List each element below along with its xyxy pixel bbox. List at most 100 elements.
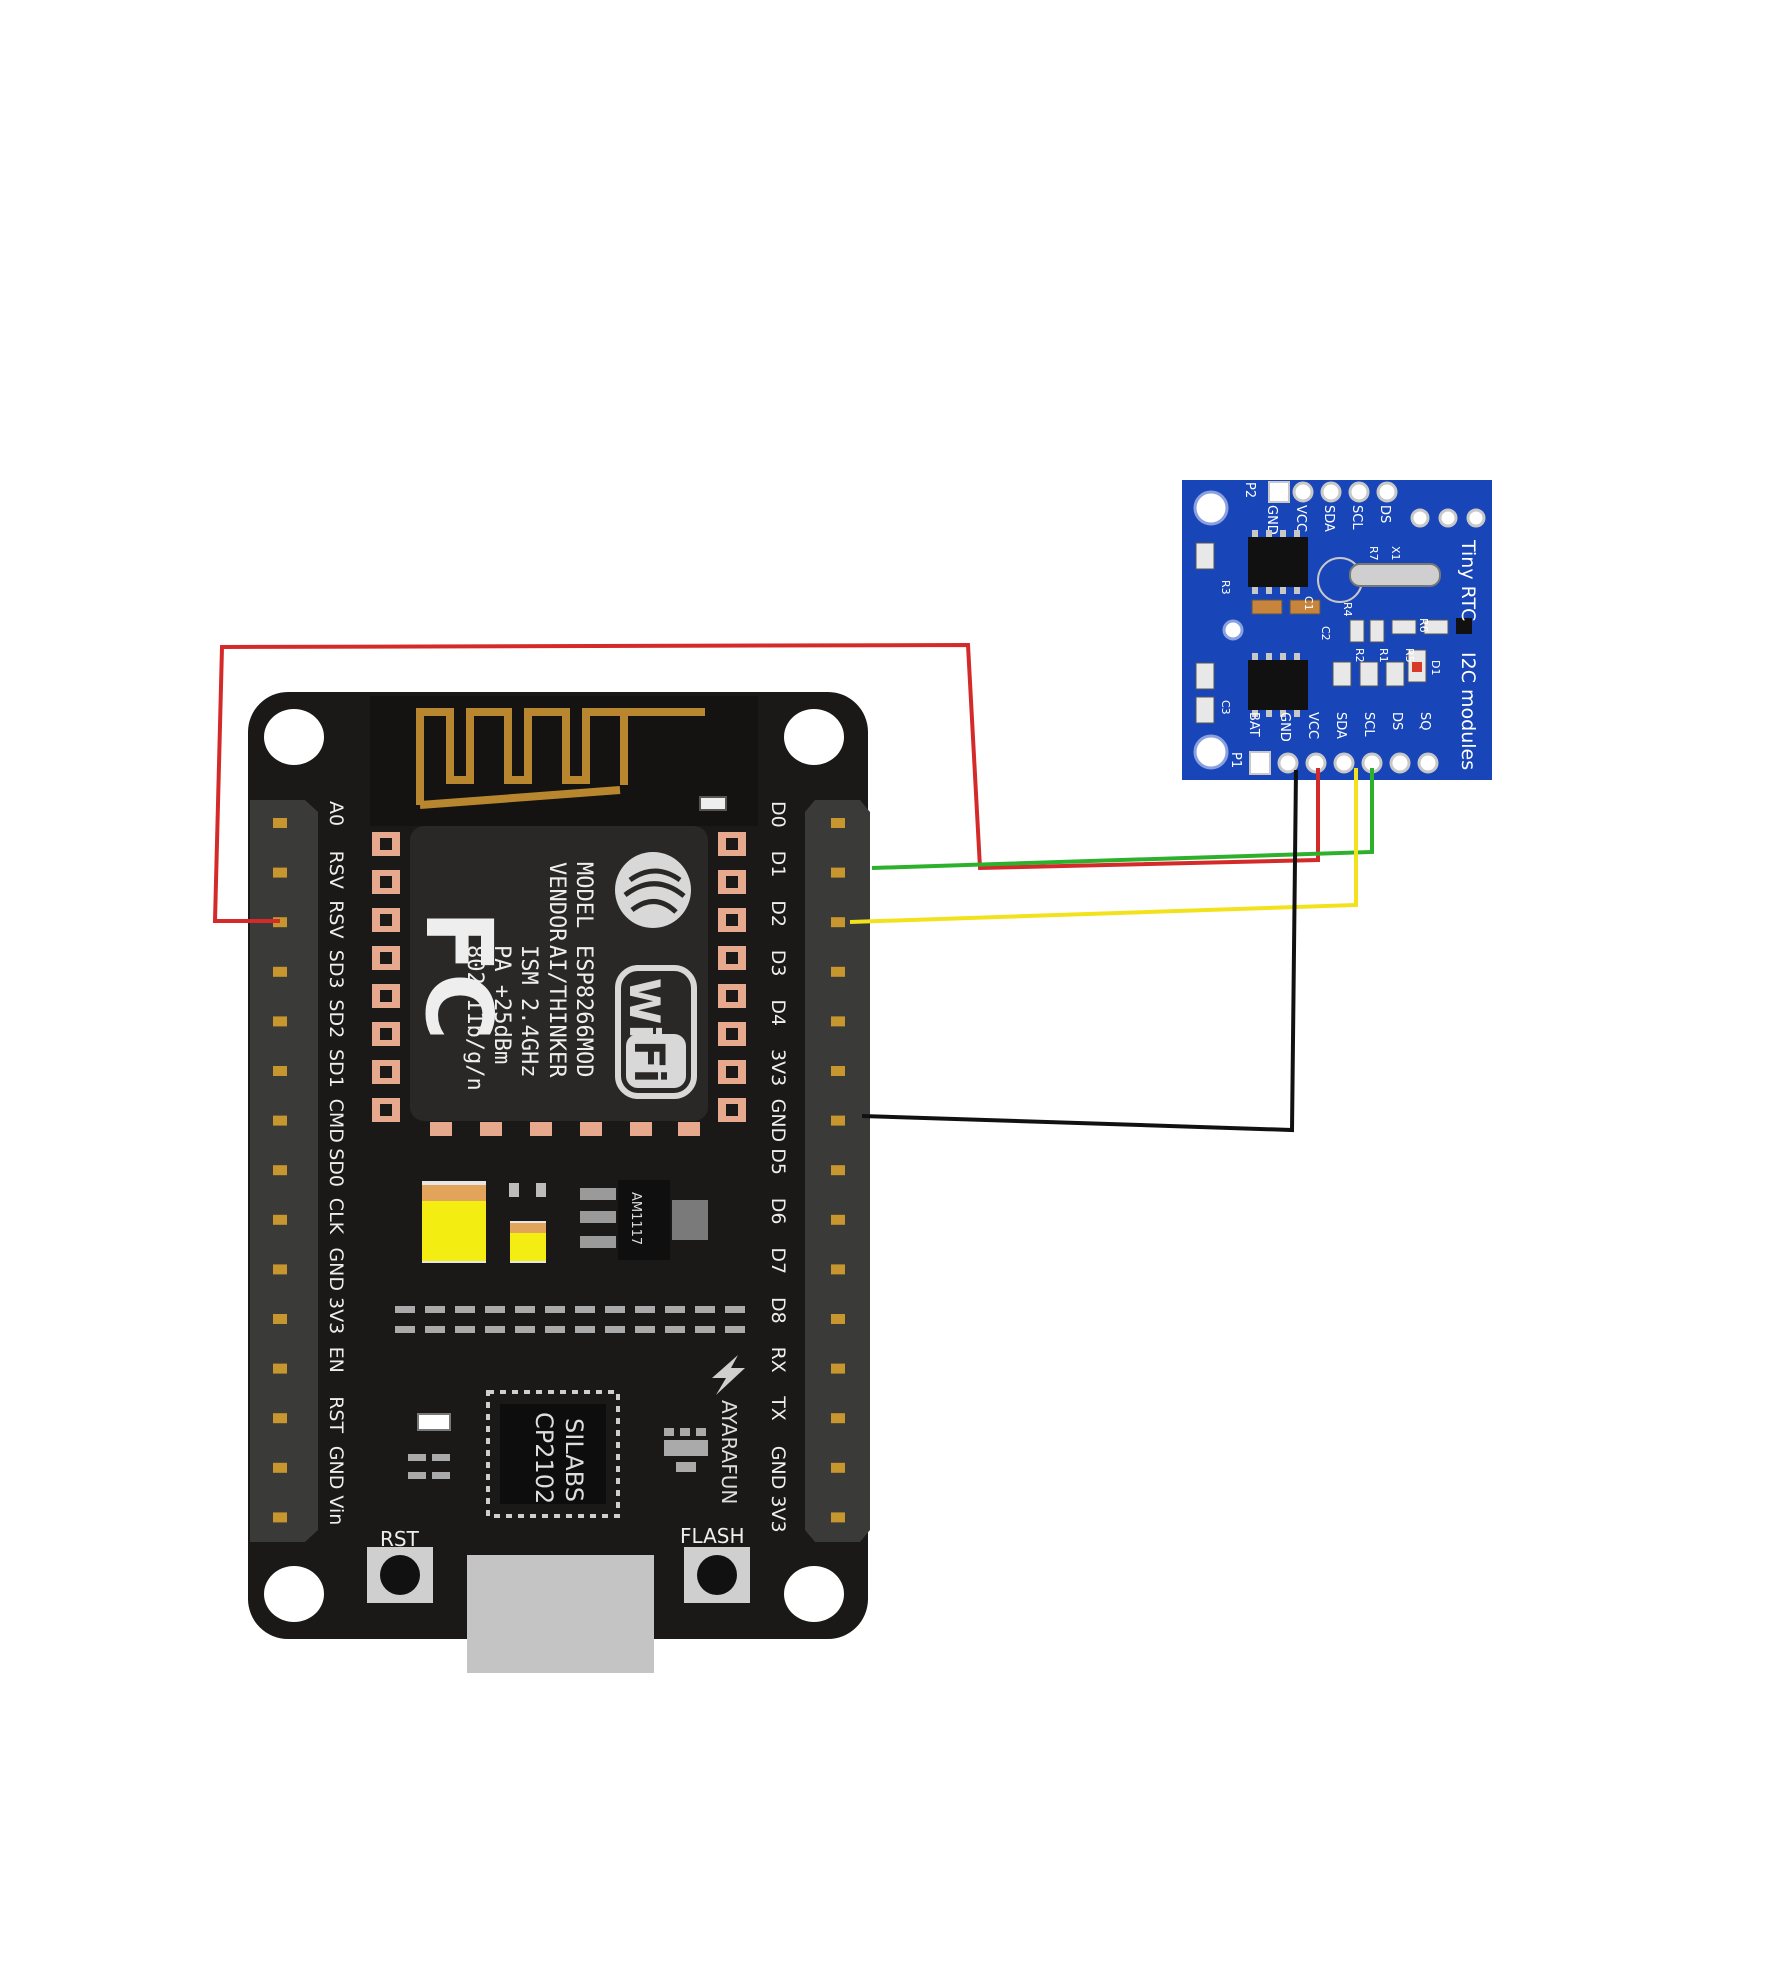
wires [212,642,1374,1133]
right-pin-label-8: D5 [767,1148,789,1175]
left-pin-7 [273,1115,287,1126]
module-text-ism: ISM 2.4GHz [516,945,541,1077]
rtc-top-label-scl: SCL [1349,505,1364,530]
left-pin-label-2: RSV [325,851,347,889]
flash-label: FLASH [680,1524,745,1548]
wire-red-vcc [212,642,1320,923]
rtc-top-pin-row [1268,481,1398,503]
right-pin-6 [831,1066,845,1076]
left-pin-4 [273,966,287,977]
wire-black-gnd [861,769,1298,1133]
module-led [699,796,727,811]
right-pin-label-14: GND [767,1446,789,1490]
rtc-label-d1: D1 [1429,660,1442,675]
module-pad-holes [380,838,738,1116]
rtc-chip-lower [1248,653,1308,717]
rtc-bottom-pin-labels: P1 BAT GND VCC SDA SCL DS SQ [1228,712,1432,768]
usb-chip-line2: CP2102 [530,1412,558,1504]
left-pin-11 [273,1314,287,1324]
rtc-mounting-hole-mid [1222,619,1244,641]
wire-green-scl [871,768,1374,870]
left-pin-label-7: CMD [325,1099,347,1143]
right-pin-14 [831,1462,845,1473]
right-pin-1 [831,818,845,828]
rtc-label-c3: C3 [1219,700,1232,715]
mounting-hole-bottom-right [784,1566,844,1622]
rst-label: RST [380,1527,420,1551]
left-pin-label-6: SD1 [325,1049,347,1088]
module-text-80211: 802.11b/g/n [462,945,487,1091]
right-pin-label-7: GND [767,1099,789,1143]
mounting-hole-top-left [264,709,324,765]
rtc-label-r3: R3 [1219,580,1232,595]
flash-button[interactable] [684,1547,750,1603]
module-text-model: MODEL [571,862,596,928]
module-text-pa: PA +25dBm [489,945,514,1064]
usb-chip-line1: SILABS [560,1418,588,1502]
rst-button[interactable] [367,1547,433,1603]
smd-component-row [395,1306,745,1333]
rtc-bottom-label-gnd: GND [1277,712,1292,742]
mounting-hole-bottom-left [264,1566,324,1622]
rtc-side-holes [1410,508,1486,528]
left-pin-2 [273,867,287,878]
tantalum-capacitor-large [422,1181,486,1263]
left-pin-8 [273,1165,287,1176]
rtc-label-r2: R2 [1353,648,1366,663]
right-pin-label-15: 3V3 [767,1495,789,1532]
rtc-chip-upper [1248,530,1308,594]
rtc-bottom-label-sq: SQ [1417,712,1432,730]
rtc-bottom-pin-row [1249,751,1439,775]
module-text-esp8266mod: ESP8266MOD [571,945,596,1077]
wifi-logo-icon: Wi Fi [615,965,697,1099]
right-pin-label-11: D8 [767,1297,789,1324]
rtc-label-r6: R6 [1417,618,1430,633]
board-body [248,692,868,1639]
right-header-pins [831,818,845,1523]
mounting-hole-top-right [784,709,844,765]
smd-led [408,1413,451,1479]
antenna-trace [416,708,705,809]
rtc-top-label-p2: P2 [1242,482,1257,498]
rtc-smd-parts [1195,542,1472,724]
right-pin-label-1: D0 [767,801,789,828]
left-pin-5 [273,1016,287,1027]
rtc-subtitle: I2C modules [1457,652,1479,770]
left-pin-1 [273,818,287,828]
right-pin-7 [831,1115,845,1126]
right-pin-label-4: D3 [767,950,789,977]
module-text: MODEL VENDOR ESP8266MOD AI/THINKER ISM 2… [462,862,596,1091]
right-pin-2 [831,867,845,878]
right-pin-8 [831,1165,845,1176]
right-pin-10 [831,1264,845,1275]
left-pin-label-11: 3V3 [325,1297,347,1334]
rtc-bottom-label-ds: DS [1389,712,1404,730]
fcc-logo: FC [405,910,512,1040]
right-pin-label-2: D1 [767,851,789,878]
right-pin-13 [831,1413,845,1424]
right-pin-label-9: D6 [767,1198,789,1225]
left-pin-labels: A0RSVRSVSD3SD2SD1CMDSD0CLKGND3V3ENRSTGND… [325,801,347,1525]
right-pin-label-12: RX [767,1347,789,1373]
transistor [664,1428,708,1472]
wifi-logo-fi: Fi [625,1040,674,1083]
left-pin-label-8: SD0 [325,1148,347,1187]
left-pin-14 [273,1462,287,1473]
left-header-pins [273,818,287,1523]
left-pin-label-13: RST [325,1396,347,1433]
tantalum-capacitor-small [510,1221,546,1263]
right-pin-label-6: 3V3 [767,1049,789,1086]
left-pin-label-3: RSV [325,900,347,938]
right-pin-12 [831,1363,845,1374]
smd-pads-small [509,1183,546,1197]
right-pin-label-5: D4 [767,999,789,1026]
rtc-label-c1: C1 [1302,596,1315,611]
rtc-bottom-label-bat: BAT [1246,712,1261,737]
rtc-label-x1: X1 [1389,546,1402,561]
right-pin-5 [831,1016,845,1027]
right-pin-15 [831,1512,845,1523]
rtc-title: Tiny RTC [1457,539,1479,621]
rtc-module: P2 GND VCC SDA SCL DS [1182,480,1492,780]
voltage-regulator: AM1117 [580,1180,708,1260]
